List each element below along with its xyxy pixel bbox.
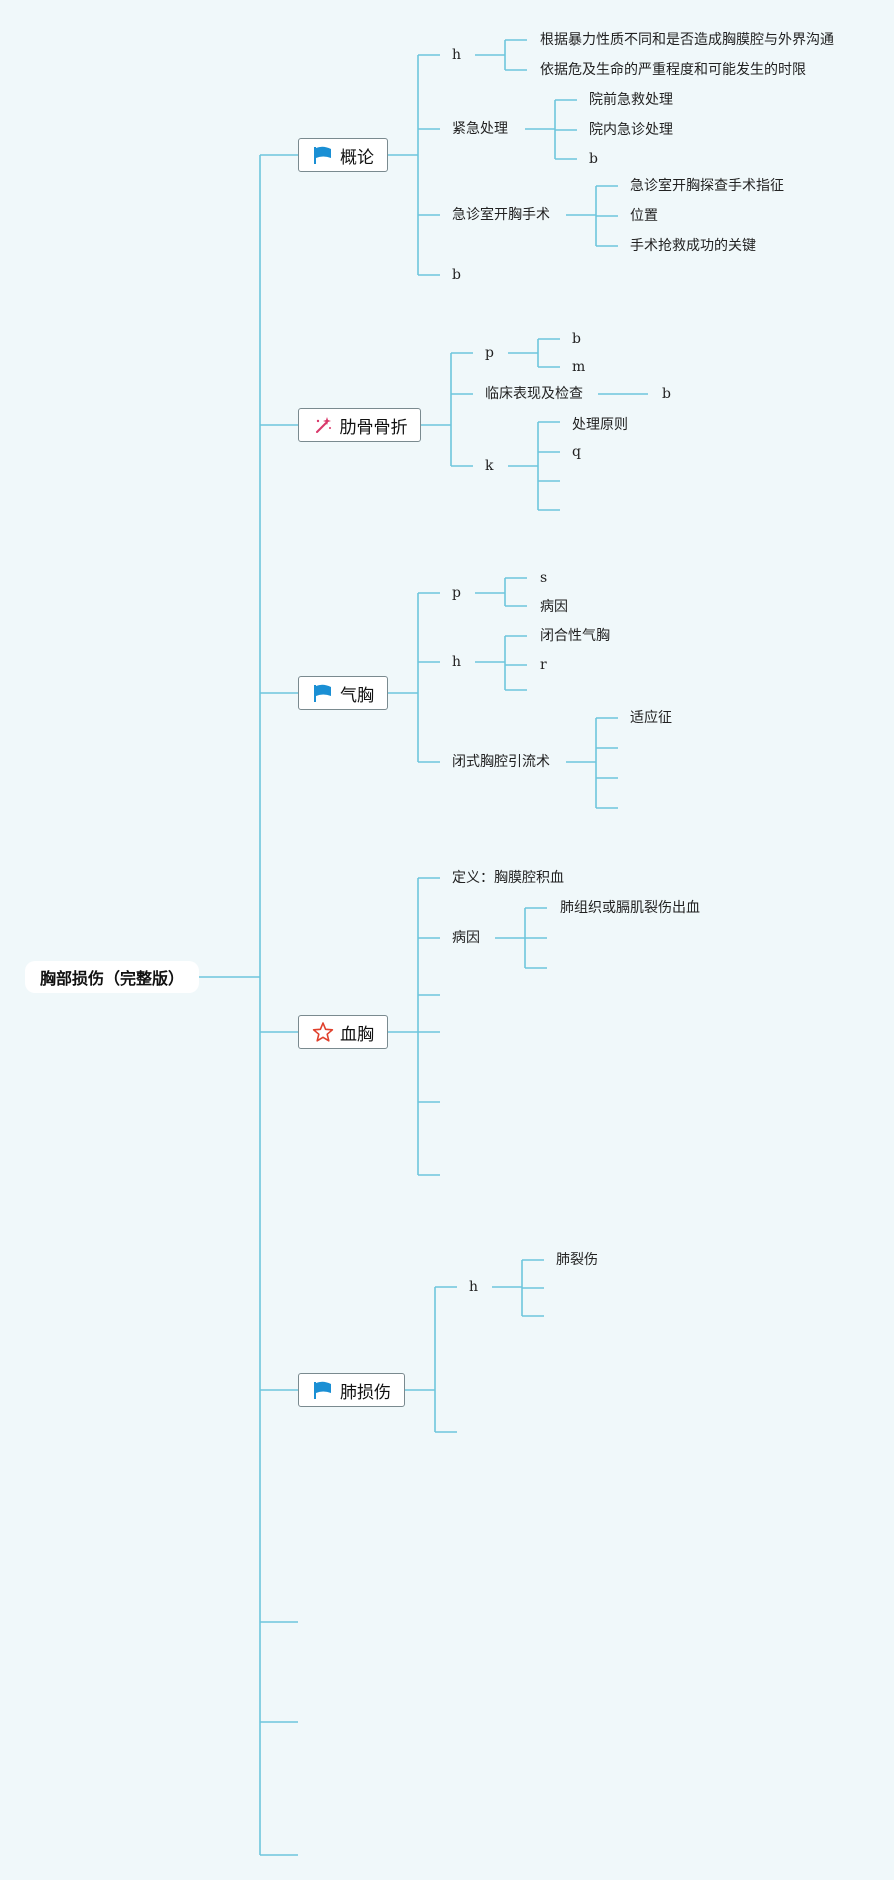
node-p[interactable]: p bbox=[485, 345, 494, 361]
node-text[interactable]: 手术抢救成功的关键 bbox=[630, 238, 756, 254]
branch-label: 概论 bbox=[340, 147, 374, 168]
node-text[interactable]: m bbox=[572, 359, 586, 375]
node-text[interactable]: r bbox=[540, 657, 547, 673]
node-text[interactable]: 位置 bbox=[630, 208, 658, 224]
node-text[interactable]: 闭式胸腔引流术 bbox=[452, 754, 550, 770]
node-h[interactable]: h bbox=[452, 654, 462, 670]
magic-wand-icon bbox=[312, 414, 334, 436]
branch-leigu[interactable]: 肋骨骨折 bbox=[298, 408, 421, 442]
node-text[interactable]: 紧急处理 bbox=[452, 121, 508, 137]
node-text[interactable]: 院前急救处理 bbox=[589, 92, 673, 108]
branch-xuexiong[interactable]: 血胸 bbox=[298, 1015, 388, 1049]
node-text[interactable]: 定义：胸膜腔积血 bbox=[452, 870, 564, 886]
node-text[interactable]: 依据危及生命的严重程度和可能发生的时限 bbox=[540, 62, 806, 78]
branch-label: 血胸 bbox=[340, 1024, 374, 1045]
flag-icon bbox=[312, 1379, 334, 1401]
node-p[interactable]: p bbox=[452, 585, 461, 601]
node-h[interactable]: h bbox=[469, 1279, 479, 1295]
node-k[interactable]: k bbox=[485, 458, 494, 474]
branch-feisunshang[interactable]: 肺损伤 bbox=[298, 1373, 405, 1407]
flag-icon bbox=[312, 144, 334, 166]
node-text[interactable]: 病因 bbox=[540, 599, 568, 615]
node-text[interactable]: 适应征 bbox=[630, 710, 672, 726]
node-h[interactable]: h bbox=[452, 47, 462, 63]
flag-icon bbox=[312, 682, 334, 704]
node-text[interactable]: 病因 bbox=[452, 930, 480, 946]
root-topic[interactable]: 胸部损伤（完整版） bbox=[25, 961, 199, 993]
branch-label: 肺损伤 bbox=[340, 1382, 391, 1403]
branch-label: 肋骨骨折 bbox=[339, 417, 408, 438]
node-text[interactable]: s bbox=[540, 570, 548, 586]
node-b[interactable]: b bbox=[452, 267, 461, 283]
node-text[interactable]: b bbox=[589, 151, 598, 167]
branch-qixiong[interactable]: 气胸 bbox=[298, 676, 388, 710]
node-text[interactable]: 院内急诊处理 bbox=[589, 122, 673, 138]
node-text[interactable]: b bbox=[662, 386, 671, 402]
node-text[interactable]: 闭合性气胸 bbox=[540, 628, 610, 644]
node-text[interactable]: q bbox=[572, 444, 581, 460]
star-icon bbox=[312, 1021, 334, 1043]
node-text[interactable]: 肺裂伤 bbox=[556, 1252, 598, 1268]
node-text[interactable]: 根据暴力性质不同和是否造成胸膜腔与外界沟通 bbox=[540, 32, 834, 48]
node-text[interactable]: 肺组织或膈肌裂伤出血 bbox=[560, 900, 700, 916]
branch-gailun[interactable]: 概论 bbox=[298, 138, 388, 172]
node-text[interactable]: b bbox=[572, 331, 581, 347]
node-text[interactable]: 临床表现及检查 bbox=[485, 386, 583, 402]
node-text[interactable]: 急诊室开胸手术 bbox=[452, 207, 550, 223]
node-text[interactable]: 急诊室开胸探查手术指征 bbox=[630, 178, 784, 194]
node-text[interactable]: 处理原则 bbox=[572, 417, 628, 433]
branch-label: 气胸 bbox=[340, 685, 374, 706]
